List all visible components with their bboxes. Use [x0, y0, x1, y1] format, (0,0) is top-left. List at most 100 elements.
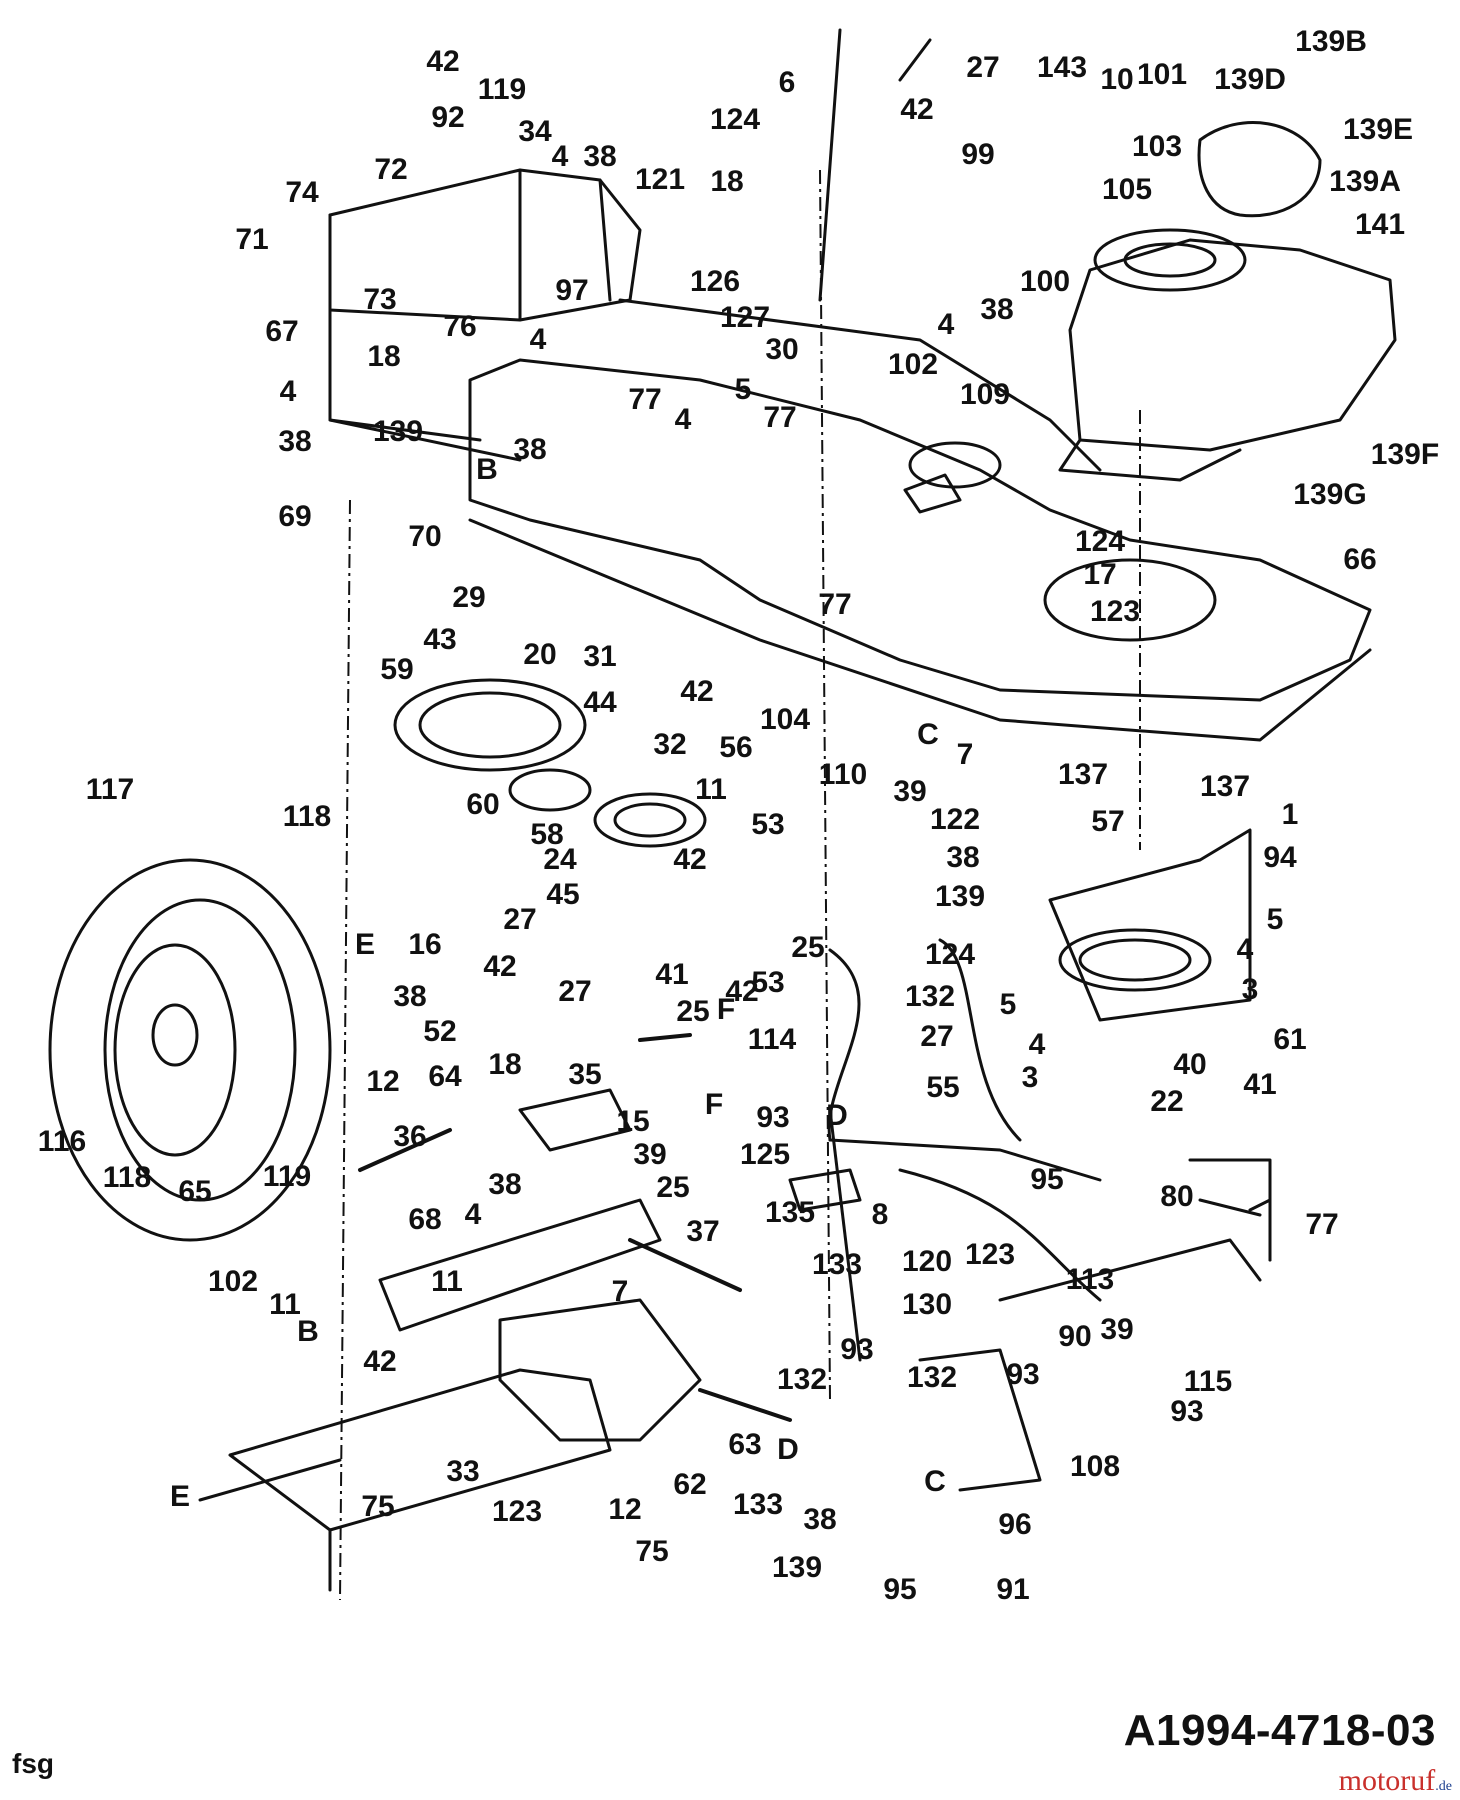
callout-68: 70 — [408, 520, 442, 553]
callout-126: 132 — [904, 980, 956, 1013]
callout-88: 95 — [1030, 1163, 1064, 1196]
callout-108: 118 — [282, 800, 332, 833]
callout-118: 124 — [1074, 525, 1126, 558]
callout-7: 7 — [956, 738, 974, 771]
watermark-brand: motoruf — [1338, 1764, 1436, 1797]
callout-90: 97 — [555, 274, 589, 307]
callout-83c: 93 — [1006, 1358, 1040, 1391]
callout-139G: 141 — [1354, 208, 1406, 241]
callout-18: 17 — [1083, 558, 1117, 591]
callout-96: 103 — [1131, 130, 1183, 163]
callout-67: 69 — [278, 500, 312, 533]
callout-130b: 132 — [906, 1361, 958, 1394]
callout-36: 36 — [393, 1120, 427, 1153]
callout-133: 135 — [764, 1196, 816, 1229]
callout-73: 75 — [361, 1490, 395, 1523]
callout-81: 92 — [431, 101, 465, 134]
callout-139B: 139D — [1214, 63, 1286, 96]
callout-7b: 7 — [611, 1275, 629, 1308]
callout-52b: 53 — [751, 966, 785, 999]
callout-103: 113 — [1065, 1263, 1115, 1296]
callout-139D: 139E — [1342, 113, 1414, 146]
callout-119: 123 — [491, 1495, 543, 1528]
callout-38: 38 — [393, 980, 427, 1013]
callout-75: 77 — [1305, 1208, 1339, 1241]
callout-137b: 139 — [934, 880, 986, 913]
callout-83b: 93 — [840, 1333, 874, 1366]
callout-4c: 4 — [279, 375, 297, 408]
callout-20: 20 — [523, 638, 557, 671]
callout-139A: 139B — [1295, 25, 1367, 58]
callout-45: 41 — [655, 958, 689, 991]
callout-33: 33 — [446, 1455, 480, 1488]
callout-139F: 139G — [1293, 478, 1367, 511]
callout-94: 102 — [887, 348, 939, 381]
callout-4e: 4 — [674, 403, 692, 436]
callout-44e: 42 — [363, 1345, 397, 1378]
rear-frame-box — [328, 168, 642, 462]
callout-4: 4 — [551, 140, 569, 173]
reference-lines — [339, 169, 1141, 1601]
callout-120: 123 — [1089, 595, 1141, 628]
callout-51: 52 — [423, 1015, 457, 1048]
callout-12: 12 — [608, 1493, 642, 1526]
callout-44: 42 — [426, 45, 460, 78]
callout-27d: 27 — [920, 1020, 954, 1053]
callout-99: 105 — [1101, 173, 1153, 206]
callout-13: 11 — [695, 773, 727, 806]
rear-wheel — [48, 858, 332, 1242]
callout-4d: 4 — [937, 308, 955, 341]
callout-137: 139 — [372, 415, 424, 448]
callout-59: 61 — [1273, 1023, 1307, 1056]
callout-135: 137 — [1057, 758, 1109, 791]
callout-25c: 25 — [656, 1171, 690, 1204]
callout-25b: 25 — [676, 995, 710, 1028]
callout-50: 45 — [546, 878, 580, 911]
callout-34: 34 — [518, 115, 552, 148]
callout-37: 37 — [686, 1215, 720, 1248]
pedal — [1198, 1198, 1272, 1262]
callout-40d: 38 — [980, 293, 1014, 326]
callout-91: 99 — [961, 138, 995, 171]
callout-77: 77 — [628, 383, 662, 416]
source-tag: fsg — [12, 1748, 54, 1779]
callout-137c: 139 — [771, 1551, 823, 1584]
callout-letter-E: E — [169, 1480, 191, 1513]
callout-32: 32 — [653, 728, 687, 761]
springs — [358, 1033, 792, 1422]
callout-40g: 38 — [803, 1503, 837, 1536]
callout-127: 133 — [732, 1488, 784, 1521]
callout-100: 108 — [1069, 1450, 1121, 1483]
callout-letter-C: C — [917, 718, 939, 751]
callout-72: 74 — [285, 176, 319, 209]
callout-70: 72 — [374, 153, 408, 186]
callout-66: 68 — [408, 1203, 442, 1236]
callout-116: 122 — [929, 803, 981, 836]
callout-22: 22 — [1150, 1085, 1184, 1118]
callout-76: 80 — [1160, 1180, 1194, 1213]
callout-82: 91 — [996, 1573, 1030, 1606]
callout-19c: 18 — [488, 1048, 522, 1081]
callout-letter-E-wheel: E — [354, 928, 376, 961]
callout-43: 41 — [1243, 1068, 1277, 1101]
callout-60: 62 — [673, 1468, 707, 1501]
callout-31: 31 — [583, 640, 617, 673]
callout-83: 93 — [756, 1101, 790, 1134]
callout-102: 110 — [818, 758, 868, 791]
callout-139: 139A — [1329, 165, 1401, 198]
callout-41: 39 — [893, 775, 927, 808]
callout-47: 42 — [680, 675, 714, 708]
control-rods — [818, 28, 1102, 1362]
callout-141: 143 — [1036, 51, 1088, 84]
callout-73b: 75 — [635, 1535, 669, 1568]
callout-106: 116 — [37, 1125, 87, 1158]
callout-25: 25 — [791, 931, 825, 964]
callout-11: 11 — [431, 1265, 463, 1298]
callout-27: 27 — [966, 51, 1000, 84]
callout-40b: 38 — [278, 425, 312, 458]
callout-letter-B: B — [297, 1315, 319, 1348]
callout-letter-B-top: B — [476, 453, 498, 486]
callout-44c: 42 — [483, 950, 517, 983]
callout-121: 124 — [709, 103, 761, 136]
